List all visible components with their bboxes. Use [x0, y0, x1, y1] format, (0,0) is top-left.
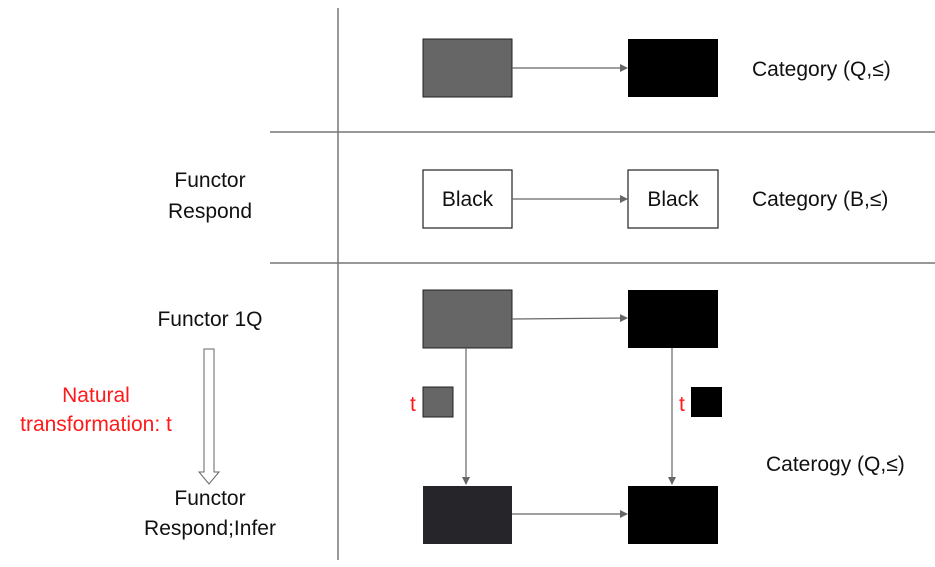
- hollow-down-arrow: [197, 348, 221, 485]
- row3-functor-bottom-label: Functor Respond;Infer: [120, 486, 300, 541]
- t-left-label: t: [410, 393, 416, 416]
- t-left-box: [422, 386, 454, 418]
- row3-functor-bottom-line2: Respond;Infer: [144, 517, 276, 540]
- row3-top-grey-box: [422, 289, 513, 349]
- natural-transformation-line2: transformation: t: [20, 413, 172, 436]
- row3-top-black-box: [628, 290, 718, 348]
- row2-box-right: [627, 169, 719, 229]
- natural-transformation-line1: Natural: [62, 384, 130, 407]
- row3-category-label: Caterogy (Q,≤): [766, 453, 905, 476]
- row2-category-label: Category (B,≤): [752, 188, 889, 211]
- t-right-label: t: [679, 393, 685, 416]
- row1-category-label: Category (Q,≤): [752, 58, 891, 81]
- row3-bottom-dark-box: [423, 486, 512, 544]
- row2-box-right-label: Black: [647, 188, 699, 211]
- row3-top-arrow: [511, 314, 628, 323]
- row1-grey-box: [422, 38, 513, 98]
- row3-bottom-black-box: [628, 486, 718, 544]
- row3-functor-top-label: Functor 1Q: [157, 308, 263, 331]
- row2-functor-line2: Respond: [167, 200, 253, 223]
- row2-functor-line1: Functor: [174, 169, 246, 192]
- row2-functor-label: Functor Respond: [140, 168, 280, 224]
- t-right-box: [691, 387, 722, 417]
- row2-box-left-label: Black: [441, 188, 494, 211]
- row1-black-box: [628, 39, 718, 97]
- row2-box-left: [422, 169, 513, 229]
- natural-transformation-label: Natural transformation: t: [0, 383, 192, 437]
- row3-functor-bottom-line1: Functor: [174, 487, 246, 510]
